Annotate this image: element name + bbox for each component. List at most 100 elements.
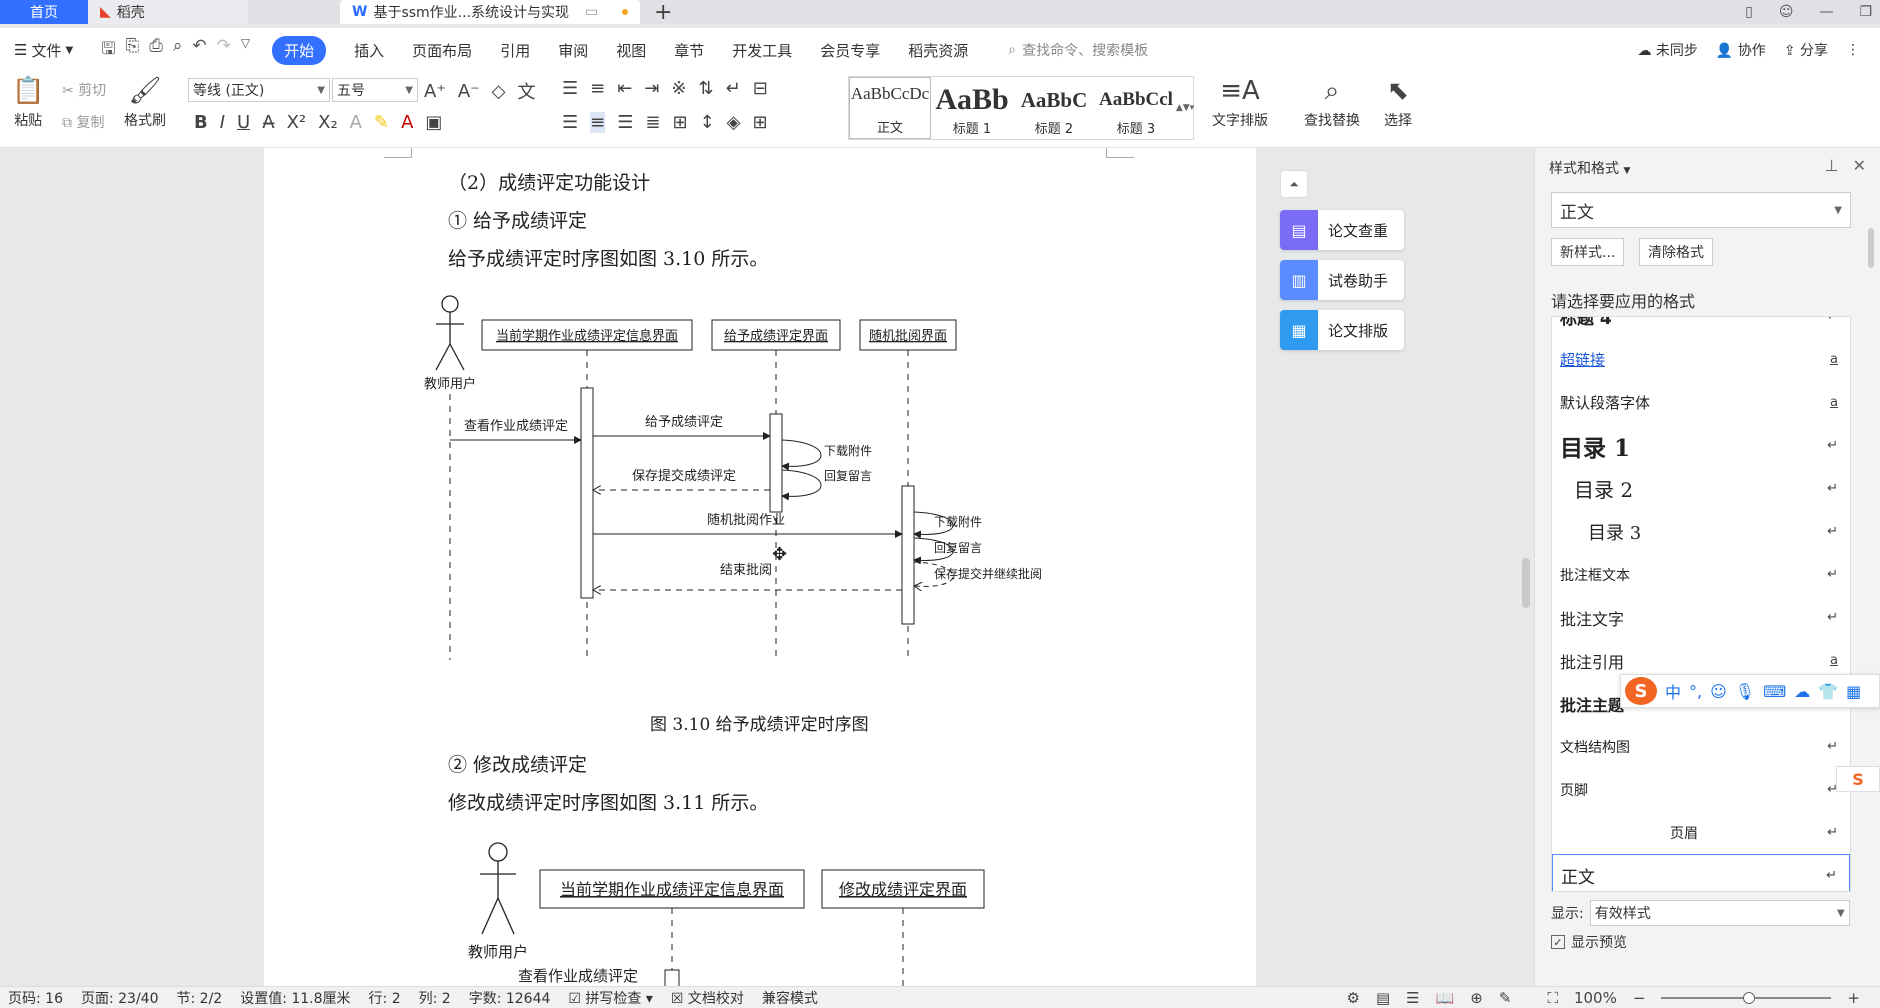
tab-docer[interactable]: ◣稻壳 xyxy=(88,0,248,24)
strikethrough-icon[interactable]: A̶ xyxy=(262,112,275,133)
skin-icon[interactable]: ☁ xyxy=(1794,681,1811,701)
style-item[interactable]: 批注文字↵ xyxy=(1560,609,1838,629)
align-center-icon[interactable]: ≡ xyxy=(590,112,606,133)
more-icon[interactable]: ⋮ xyxy=(1846,42,1860,58)
phonetic-icon[interactable]: 文 xyxy=(517,82,536,103)
style-item[interactable]: 页眉↵ xyxy=(1670,825,1838,842)
document-page[interactable]: （2）成绩评定功能设计 ① 给予成绩评定 给予成绩评定时序图如图 3.10 所示… xyxy=(264,148,1256,990)
style-item[interactable]: 目录 1↵ xyxy=(1560,434,1838,462)
page-view-icon[interactable]: ▤ xyxy=(1375,989,1391,1007)
status-words[interactable]: 字数: 12644 xyxy=(468,990,551,1007)
ime-language[interactable]: 中 xyxy=(1665,683,1682,702)
tool-paper-check[interactable]: ▤论文查重 xyxy=(1280,210,1404,250)
font-color-icon[interactable]: A xyxy=(401,112,414,133)
underline-icon[interactable]: U xyxy=(237,112,251,133)
redo-icon[interactable]: ↷ xyxy=(216,35,231,56)
outline-view-icon[interactable]: ☰ xyxy=(1406,989,1420,1007)
share-button[interactable]: ⇪ 分享 xyxy=(1783,43,1828,59)
keyboard-icon[interactable]: ⌨ xyxy=(1763,681,1787,701)
scroll-thumb[interactable] xyxy=(1522,558,1530,608)
font-name-select[interactable]: 等线 (正文)▼ xyxy=(188,78,330,102)
fit-page-icon[interactable]: ⛶ xyxy=(1547,989,1558,1007)
italic-icon[interactable]: I xyxy=(219,112,226,133)
web-view-icon[interactable]: ⊕ xyxy=(1470,989,1483,1007)
paste-button[interactable]: 📋粘贴 xyxy=(12,76,45,129)
menu-chapter[interactable]: 章节 xyxy=(674,41,705,60)
style-item[interactable]: 批注框文本↵ xyxy=(1560,567,1838,584)
clear-format-icon[interactable]: ◇ xyxy=(491,80,506,102)
distribute-icon[interactable]: ⊞ xyxy=(672,112,688,133)
style-item-selected[interactable]: 正文↵ xyxy=(1552,854,1850,891)
panel-scrollbar[interactable] xyxy=(1866,158,1876,978)
panel-title[interactable]: 样式和格式 ▼ xyxy=(1549,161,1631,177)
status-page-number[interactable]: 页码: 16 xyxy=(8,990,63,1007)
pen-icon[interactable]: ✎ xyxy=(1498,989,1512,1007)
status-setting[interactable]: 设置值: 11.8厘米 xyxy=(240,990,351,1007)
tile-icon[interactable]: ▯ xyxy=(1745,4,1753,20)
line-spacing-icon[interactable]: ↕ xyxy=(699,112,715,133)
show-filter-select[interactable]: 有效样式▼ xyxy=(1589,900,1850,926)
sogou-logo-icon[interactable]: S xyxy=(1625,677,1657,705)
command-search[interactable]: ⌕查找命令、搜索模板 xyxy=(1008,42,1149,59)
grow-font-icon[interactable]: A⁺ xyxy=(424,80,446,102)
justify-icon[interactable]: ≣ xyxy=(645,112,661,133)
numbered-list-icon[interactable]: ≡ xyxy=(590,78,606,99)
zoom-slider[interactable] xyxy=(1661,992,1832,1004)
protect-eye-icon[interactable]: ⚙ xyxy=(1346,989,1360,1007)
customize-icon[interactable]: ▽ xyxy=(240,35,251,50)
font-size-select[interactable]: 五号▼ xyxy=(332,78,418,102)
align-right-icon[interactable]: ☰ xyxy=(617,112,634,133)
increase-indent-icon[interactable]: ⇥ xyxy=(644,78,660,99)
char-border-icon[interactable]: ▣ xyxy=(425,112,443,133)
restore-button[interactable]: ❐ xyxy=(1859,4,1872,20)
reading-view-icon[interactable]: 📖 xyxy=(1435,989,1455,1007)
status-col[interactable]: 列: 2 xyxy=(418,990,451,1007)
find-replace-button[interactable]: ⌕查找替换 xyxy=(1304,76,1360,129)
menu-view[interactable]: 视图 xyxy=(616,41,647,60)
collapse-tools-button[interactable]: ⏶ xyxy=(1280,170,1308,198)
menu-home[interactable]: 开始 xyxy=(272,35,327,65)
status-section[interactable]: 节: 2/2 xyxy=(176,990,223,1007)
text-effect-icon[interactable]: A xyxy=(349,112,362,133)
new-style-button[interactable]: 新样式... xyxy=(1551,238,1625,266)
styles-scroll[interactable]: ▲▼▾ xyxy=(1175,103,1195,113)
borders-icon[interactable]: ⊞ xyxy=(752,112,768,133)
shading-icon[interactable]: ◈ xyxy=(726,112,741,133)
menu-member[interactable]: 会员专享 xyxy=(820,41,881,60)
align-left-icon[interactable]: ☰ xyxy=(562,112,579,133)
zoom-knob[interactable] xyxy=(1743,992,1756,1004)
style-item[interactable]: 目录 3↵ xyxy=(1588,522,1838,544)
zoom-level[interactable]: 100% xyxy=(1573,989,1617,1007)
zoom-in-button[interactable]: + xyxy=(1847,989,1860,1007)
export-pdf-icon[interactable]: ⎘ xyxy=(125,35,140,56)
tool-exam-helper[interactable]: ▥试卷助手 xyxy=(1280,260,1404,300)
print-preview-icon[interactable]: ⌕ xyxy=(172,35,183,56)
menu-review[interactable]: 审阅 xyxy=(558,41,589,60)
status-pages[interactable]: 页面: 23/40 xyxy=(80,990,159,1007)
menu-developer[interactable]: 开发工具 xyxy=(732,41,793,60)
style-item[interactable]: 目录 2↵ xyxy=(1574,478,1838,502)
new-tab-button[interactable]: + xyxy=(654,0,673,25)
menu-docer-resources[interactable]: 稻壳资源 xyxy=(908,41,969,60)
show-preview-checkbox[interactable]: ✓ 显示预览 xyxy=(1551,932,1627,952)
cut-button[interactable]: ✂ 剪切 xyxy=(62,83,107,99)
status-row[interactable]: 行: 2 xyxy=(368,990,401,1007)
chinese-layout-icon[interactable]: ※ xyxy=(671,78,687,99)
avatar[interactable]: ☺ xyxy=(1778,4,1794,20)
checkbox-checked[interactable]: ✓ xyxy=(1551,935,1565,949)
ime-mini-logo-icon[interactable]: S xyxy=(1836,766,1880,792)
highlight-icon[interactable]: ✎ xyxy=(373,112,390,133)
sync-button[interactable]: ☁ 未同步 xyxy=(1637,43,1698,59)
minimize-button[interactable]: — xyxy=(1819,4,1834,20)
file-menu[interactable]: ☰文件▼ xyxy=(14,41,74,60)
pin-icon[interactable]: ⊥ xyxy=(1824,156,1839,175)
copy-button[interactable]: ⧉ 复制 xyxy=(62,115,105,131)
bullet-list-icon[interactable]: ☰ xyxy=(562,78,579,99)
menu-page-layout[interactable]: 页面布局 xyxy=(412,41,473,60)
emoji-icon[interactable]: ☺ xyxy=(1710,681,1727,701)
